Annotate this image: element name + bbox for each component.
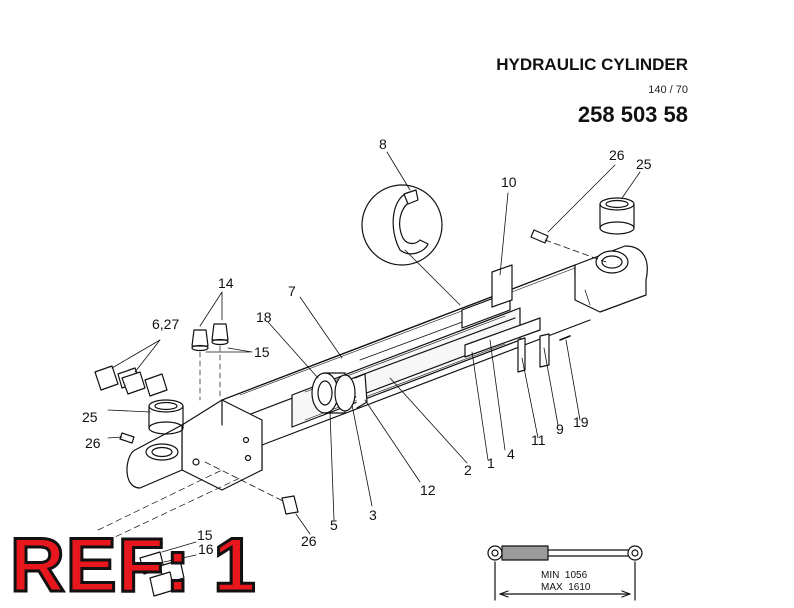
callout-label: 26 xyxy=(609,147,625,163)
bushing-bottom xyxy=(148,399,184,435)
callout-label: 12 xyxy=(420,482,436,498)
max-value: 1610 xyxy=(568,582,591,593)
callout-label: 4 xyxy=(507,446,515,462)
callout-label: 25 xyxy=(82,409,98,425)
callout-label: 9 xyxy=(556,421,564,437)
bushing-top xyxy=(599,197,635,235)
bore-rod-ratio: 140 / 70 xyxy=(648,84,688,96)
callout-label: 19 xyxy=(573,414,589,430)
callout-label: 3 xyxy=(369,507,377,523)
plug-bottom xyxy=(204,461,299,515)
diagram-title: HYDRAULIC CYLINDER xyxy=(496,55,688,74)
callout-label: 16 xyxy=(198,541,214,557)
callout-label: 8 xyxy=(379,136,387,152)
seal-detail xyxy=(361,184,461,306)
min-label: MIN xyxy=(541,570,560,581)
leader-lines xyxy=(107,151,641,563)
dimension-inset xyxy=(487,545,643,601)
lower-fittings xyxy=(97,469,241,597)
rod-eye xyxy=(574,245,648,313)
callout-label: 6,27 xyxy=(152,316,180,332)
hydraulic-fittings xyxy=(94,365,168,397)
ref-stamp: REF: 1 xyxy=(9,523,258,608)
callout-label: 15 xyxy=(254,344,270,360)
piston xyxy=(311,372,368,414)
callout-label: 5 xyxy=(330,517,338,533)
callout-label: 15 xyxy=(197,527,213,543)
callout-label: 11 xyxy=(531,432,546,448)
callout-label: 14 xyxy=(218,275,234,291)
plugs xyxy=(191,323,229,401)
grease-nipple-top xyxy=(530,229,607,263)
callout-label: 26 xyxy=(85,435,101,451)
base-end xyxy=(126,399,263,491)
max-label: MAX xyxy=(541,582,563,593)
callout-label: 10 xyxy=(501,174,517,190)
callout-label: 18 xyxy=(256,309,272,325)
callout-label: 1 xyxy=(487,455,495,471)
callout-label: 25 xyxy=(636,156,652,172)
min-length-label: MIN 1056 xyxy=(541,570,587,581)
callout-label: 26 xyxy=(301,533,317,549)
callout-label: 7 xyxy=(288,283,296,299)
part-number: 258 503 58 xyxy=(577,102,688,127)
callout-label: 2 xyxy=(464,462,472,478)
max-length-label: MAX 1610 xyxy=(541,582,590,593)
grease-nipple-bottom xyxy=(119,432,135,444)
min-value: 1056 xyxy=(564,570,588,581)
